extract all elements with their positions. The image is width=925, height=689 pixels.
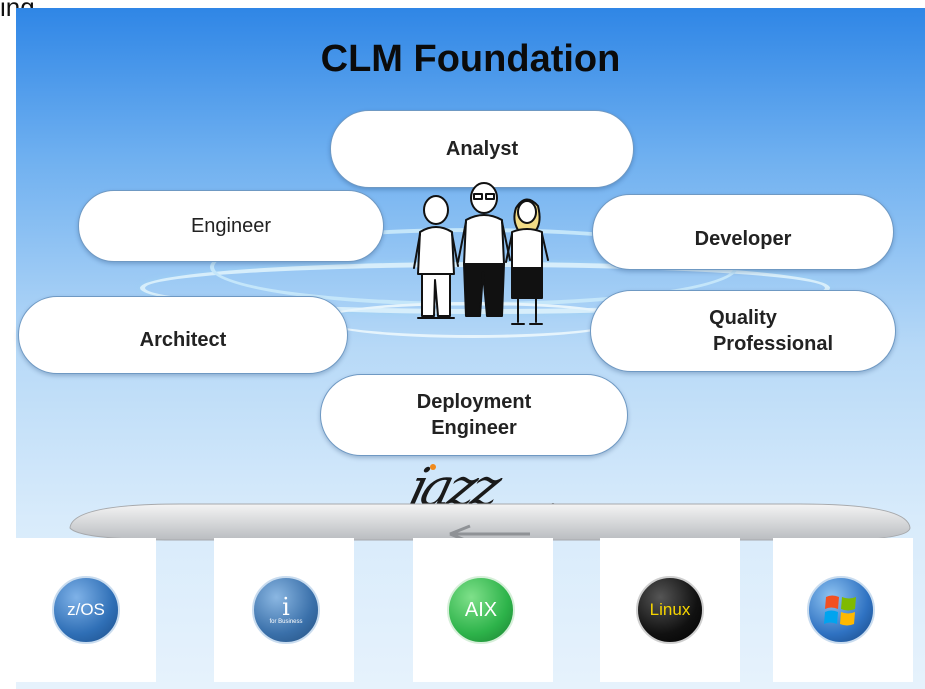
role-analyst-label: Analyst bbox=[445, 138, 519, 160]
role-engineer: Engineer bbox=[78, 190, 384, 262]
linux-icon: Linux bbox=[636, 576, 704, 644]
zos-label: z/OS bbox=[67, 600, 105, 619]
role-developer: Developer bbox=[592, 194, 894, 270]
windows-logo-icon bbox=[807, 576, 875, 644]
person-center-figure bbox=[457, 182, 511, 317]
platform-tile-ibm-i: i for Business bbox=[214, 538, 354, 682]
jazz-logo-orange-dot bbox=[430, 464, 436, 470]
zos-icon: z/OS bbox=[52, 576, 120, 644]
ibm-i-caption: for Business bbox=[269, 619, 303, 625]
aix-label: AIX bbox=[464, 598, 498, 621]
person-right-figure bbox=[505, 198, 549, 325]
linux-label: Linux bbox=[649, 600, 691, 619]
role-architect-label: Architect bbox=[139, 329, 227, 351]
role-deployment-engineer: Deployment Engineer bbox=[320, 374, 628, 456]
role-analyst: Analyst bbox=[330, 110, 634, 188]
platform-tile-aix: AIX bbox=[413, 538, 553, 682]
page-title: CLM Foundation bbox=[320, 38, 621, 80]
platform-tile-zos: z/OS bbox=[16, 538, 156, 682]
role-deployment-line1: Deployment bbox=[416, 391, 532, 413]
role-quality-professional: Quality Professional bbox=[590, 290, 896, 372]
platform-tile-linux: Linux bbox=[600, 538, 740, 682]
windows-flag-icon bbox=[824, 595, 856, 626]
role-quality-line2: Professional bbox=[712, 333, 834, 355]
role-deployment-line2: Engineer bbox=[431, 417, 517, 439]
aix-icon: AIX bbox=[447, 576, 515, 644]
jazz-platform-arrow-band bbox=[69, 503, 911, 544]
role-developer-label: Developer bbox=[694, 228, 792, 250]
role-architect: Architect bbox=[18, 296, 348, 374]
role-engineer-label: Engineer bbox=[190, 215, 272, 237]
role-quality-line1: Quality bbox=[709, 307, 777, 329]
ibm-i-symbol: i bbox=[282, 593, 290, 621]
person-left-figure bbox=[413, 195, 459, 319]
team-people-illustration bbox=[413, 182, 549, 325]
ibm-i-icon: i for Business bbox=[252, 576, 320, 644]
platform-tile-windows bbox=[773, 538, 913, 682]
